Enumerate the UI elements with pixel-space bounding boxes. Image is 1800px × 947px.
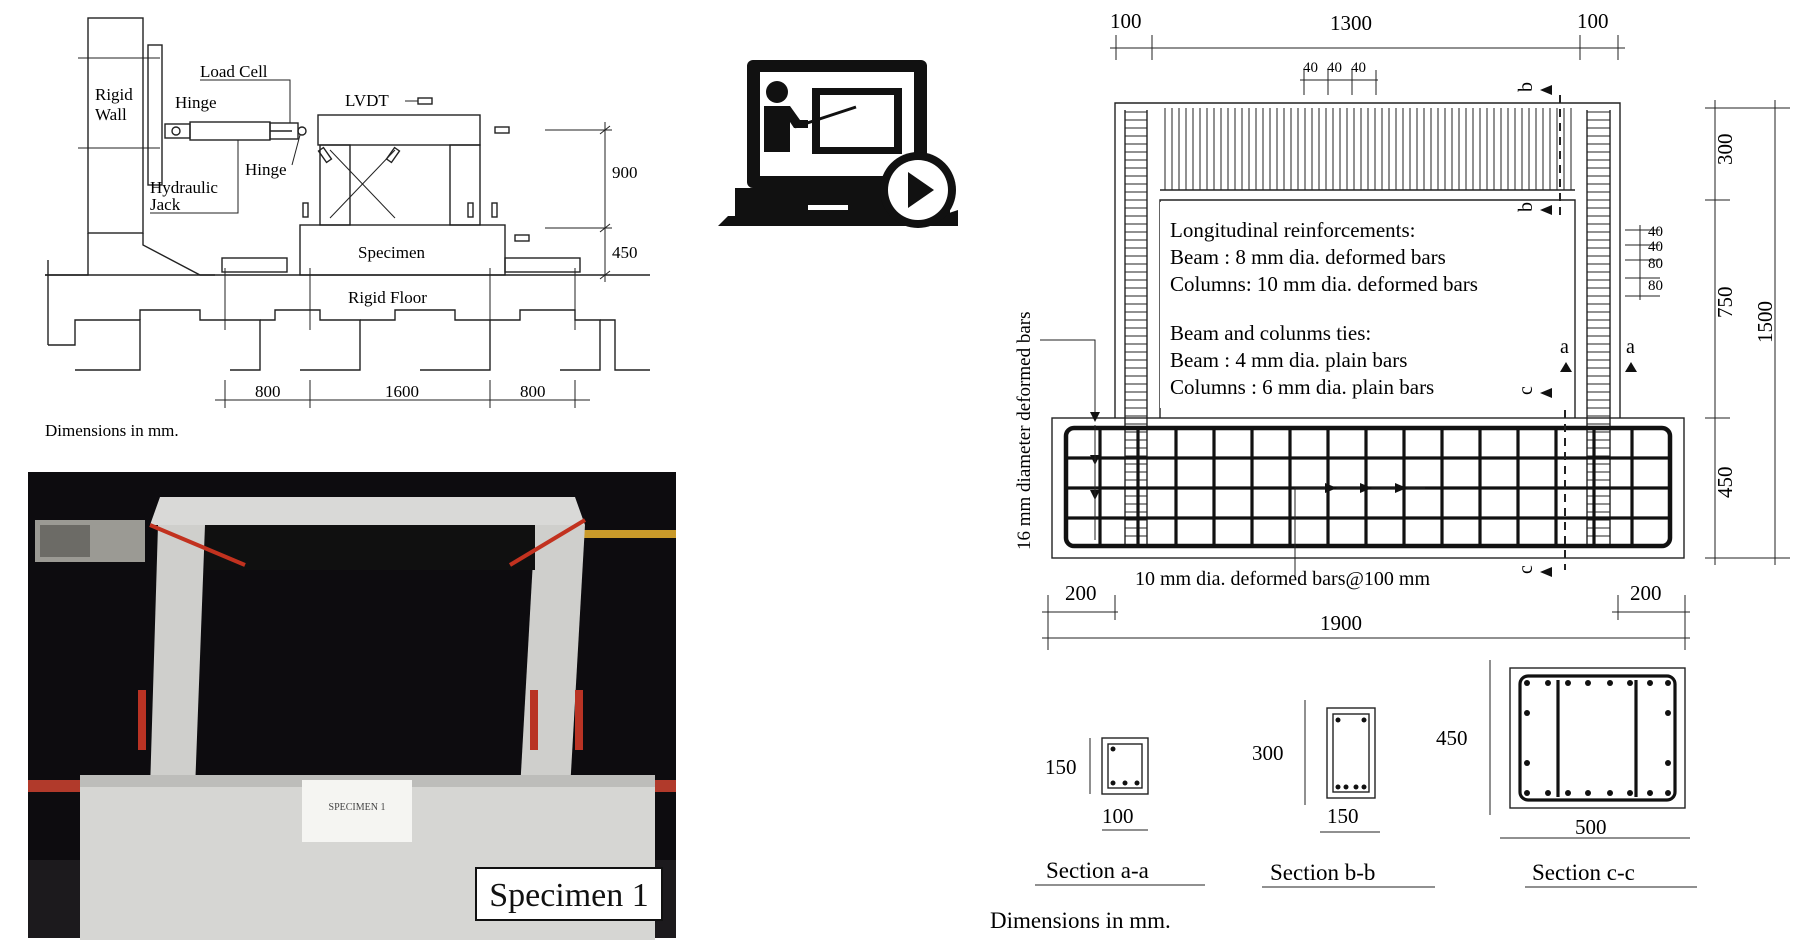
bdim-left: 200 <box>1065 581 1097 605</box>
section-a-w: 100 <box>1102 804 1134 828</box>
load-cell-label: Load Cell <box>200 62 268 81</box>
dim-800-left: 800 <box>255 382 281 401</box>
rigid-wall <box>87 17 144 234</box>
rigid-floor-label: Rigid Floor <box>348 288 427 307</box>
section-c-bar <box>1647 790 1653 796</box>
specimen-frame <box>299 114 506 276</box>
section-c-bar <box>1524 760 1530 766</box>
dim-1600: 1600 <box>385 382 419 401</box>
hinge-left-label: Hinge <box>175 93 217 112</box>
section-a-h: 150 <box>1045 755 1077 779</box>
specimen-photo: SPECIMEN 1 Specimen 1 <box>28 472 676 940</box>
marker-c-top: c <box>1515 386 1537 395</box>
vdim-top: 300 <box>1713 134 1737 166</box>
rigid-wall-label-2: Wall <box>95 105 127 124</box>
section-b-w: 150 <box>1327 804 1359 828</box>
spacing-3: 40 <box>1351 60 1366 76</box>
section-c-bar <box>1665 680 1671 686</box>
section-c-bar <box>1665 790 1671 796</box>
hydraulic-jack-label-1: Hydraulic <box>150 178 218 197</box>
section-c-c: 450 500 Section c-c <box>1436 660 1697 888</box>
note-line-3: Columns: 10 mm dia. deformed bars <box>1170 272 1478 296</box>
hydraulic-jack <box>189 121 271 141</box>
dim-450: 450 <box>612 243 638 262</box>
section-b-b: 300 150 Section b-b <box>1252 700 1435 888</box>
section-c-bar <box>1607 790 1613 796</box>
section-c-bar <box>1524 790 1530 796</box>
top-dim-right: 100 <box>1577 9 1609 33</box>
marker-a-left: a <box>1560 336 1569 358</box>
section-c-bars <box>1524 680 1671 796</box>
teacher-presentation-play-icon[interactable] <box>718 60 958 228</box>
lvdt-label: LVDT <box>345 91 389 110</box>
vdim-middle: 750 <box>1713 287 1737 319</box>
section-c-bar <box>1565 680 1571 686</box>
side-label: 16 mm diameter deformed bars <box>1014 312 1035 550</box>
section-c-bar <box>1545 790 1551 796</box>
rigid-floor <box>45 257 650 371</box>
hinge-right-label: Hinge <box>245 160 287 179</box>
marker-b-top: b <box>1515 82 1537 92</box>
dim-800-right: 800 <box>520 382 546 401</box>
spacing-1: 40 <box>1303 60 1318 76</box>
right-spacing-1: 40 <box>1648 224 1663 240</box>
section-c-bar <box>1665 760 1671 766</box>
section-c-bar <box>1607 680 1613 686</box>
section-c-bar <box>1524 680 1530 686</box>
section-c-title: Section c-c <box>1532 860 1635 885</box>
top-dim-middle: 1300 <box>1330 11 1372 35</box>
setup-dimensions-note: Dimensions in mm. <box>45 421 179 440</box>
section-c-w: 500 <box>1575 815 1607 839</box>
right-spacing-2: 40 <box>1648 239 1663 255</box>
hydraulic-jack-label-2: Jack <box>150 195 181 214</box>
right-spacing-3: 80 <box>1648 256 1663 272</box>
beam-stirrups <box>1164 108 1572 190</box>
specimen-label: Specimen <box>358 243 426 262</box>
marker-a-right: a <box>1626 336 1635 358</box>
bottom-bars-label: 10 mm dia. deformed bars@100 mm <box>1135 568 1430 590</box>
dim-900: 900 <box>612 163 638 182</box>
detail-dimensions-note: Dimensions in mm. <box>990 908 1171 933</box>
rigid-wall-label-1: Rigid <box>95 85 133 104</box>
section-c-bar <box>1585 790 1591 796</box>
photo-caption: Specimen 1 <box>489 877 649 914</box>
photo-sign-text: SPECIMEN 1 <box>329 802 386 813</box>
note-line-4: Beam and colunms ties: <box>1170 321 1371 345</box>
right-spacing-4: 80 <box>1648 278 1663 294</box>
marker-b-bottom: b <box>1515 202 1537 212</box>
section-c-bar <box>1627 680 1633 686</box>
section-c-bar <box>1585 680 1591 686</box>
section-c-bar <box>1647 680 1653 686</box>
section-a-a: 150 100 Section a-a <box>1035 737 1205 886</box>
test-setup-drawing: Rigid Wall Load Cell Hinge L <box>45 17 650 440</box>
reinforcement-detail: 100 1300 100 40 40 40 Longitudinal reinf… <box>1014 9 1790 650</box>
section-c-bar <box>1565 790 1571 796</box>
spacing-2: 40 <box>1327 60 1342 76</box>
section-b-title: Section b-b <box>1270 860 1375 885</box>
section-b-h: 300 <box>1252 741 1284 765</box>
top-dim-left: 100 <box>1110 9 1142 33</box>
section-c-h: 450 <box>1436 726 1468 750</box>
bdim-total: 1900 <box>1320 611 1362 635</box>
bdim-right: 200 <box>1630 581 1662 605</box>
section-c-bar <box>1545 680 1551 686</box>
section-c-bar <box>1524 710 1530 716</box>
note-line-6: Columns : 6 mm dia. plain bars <box>1170 375 1434 399</box>
note-line-5: Beam : 4 mm dia. plain bars <box>1170 348 1407 372</box>
vdim-total: 1500 <box>1753 301 1777 343</box>
note-line-2: Beam : 8 mm dia. deformed bars <box>1170 245 1446 269</box>
marker-c-bottom: c <box>1515 565 1537 574</box>
vdim-bottom: 450 <box>1713 467 1737 499</box>
section-c-bar <box>1665 710 1671 716</box>
note-line-1: Longitudinal reinforcements: <box>1170 218 1416 242</box>
section-c-bar <box>1627 790 1633 796</box>
section-a-title: Section a-a <box>1046 858 1149 883</box>
